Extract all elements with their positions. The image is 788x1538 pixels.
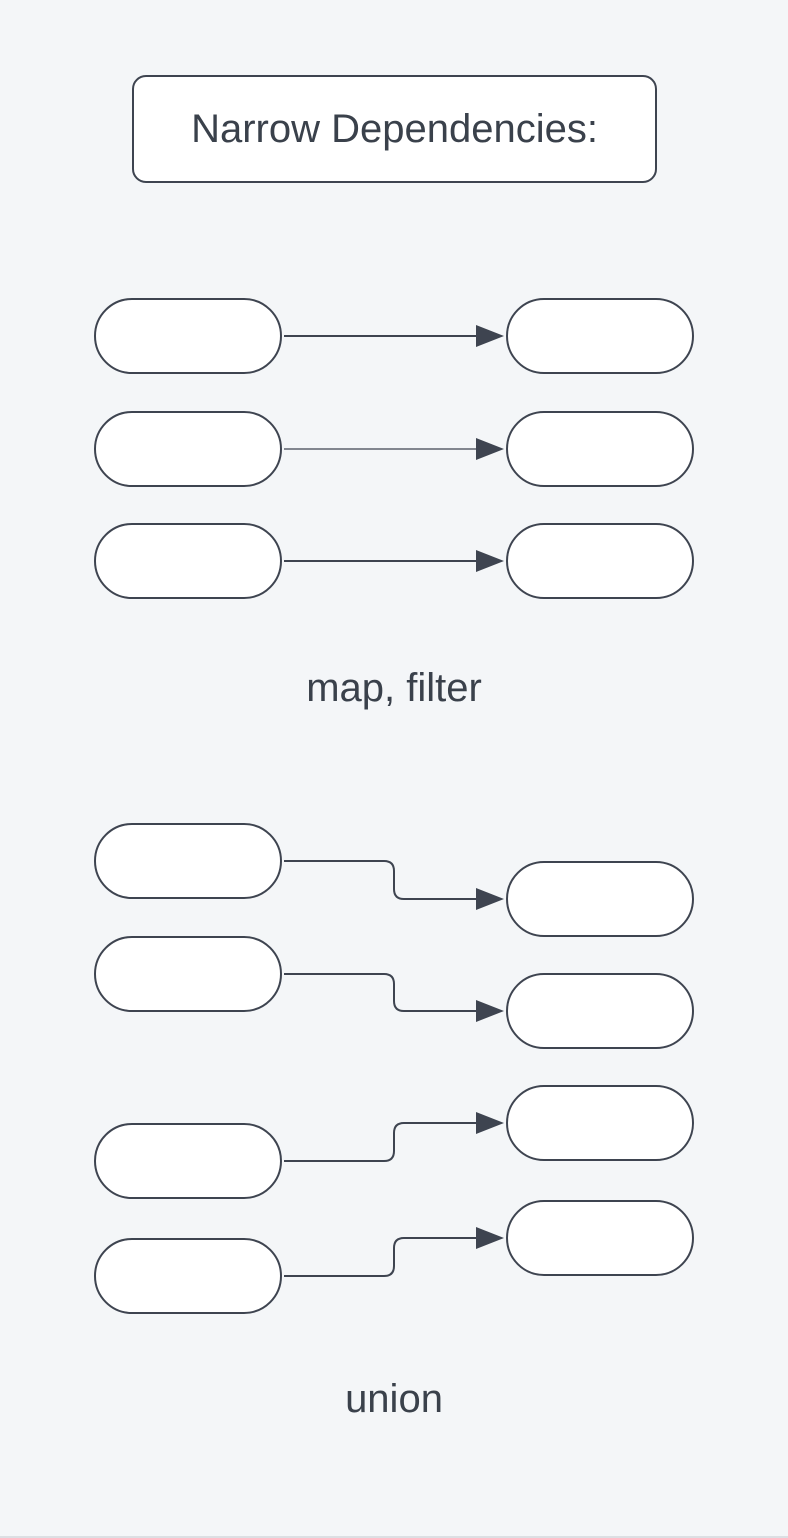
title-label: Narrow Dependencies: <box>191 106 598 151</box>
caption-union: union <box>345 1377 443 1421</box>
union-source-node-4 <box>94 1238 282 1314</box>
arrowhead-icon <box>476 325 504 347</box>
mapfilter-source-node-3 <box>94 523 282 599</box>
arrowhead-icon <box>476 438 504 460</box>
union-source-node-1 <box>94 823 282 899</box>
mapfilter-arrow-2 <box>284 438 504 460</box>
union-arrow-3 <box>284 1112 504 1162</box>
arrowhead-icon <box>476 1227 504 1249</box>
union-arrow-1 <box>284 860 504 910</box>
title-node: Narrow Dependencies: <box>132 75 657 183</box>
union-source-node-2 <box>94 936 282 1012</box>
edge-line <box>284 1122 477 1162</box>
mapfilter-target-node-1 <box>506 298 694 374</box>
bottom-edge <box>0 1536 788 1538</box>
union-target-node-4 <box>506 1200 694 1276</box>
mapfilter-target-node-3 <box>506 523 694 599</box>
edge-line <box>284 973 477 1012</box>
caption-map-filter: map, filter <box>306 666 482 710</box>
arrowhead-icon <box>476 550 504 572</box>
edge-line <box>284 1237 477 1277</box>
union-target-node-1 <box>506 861 694 937</box>
union-arrow-4 <box>284 1227 504 1277</box>
mapfilter-target-node-2 <box>506 411 694 487</box>
arrowhead-icon <box>476 1112 504 1134</box>
edge-line <box>284 860 477 900</box>
union-arrow-2 <box>284 973 504 1022</box>
mapfilter-arrow-3 <box>284 550 504 572</box>
arrowhead-icon <box>476 888 504 910</box>
union-target-node-3 <box>506 1085 694 1161</box>
mapfilter-arrow-1 <box>284 325 504 347</box>
mapfilter-source-node-1 <box>94 298 282 374</box>
union-source-node-3 <box>94 1123 282 1199</box>
mapfilter-source-node-2 <box>94 411 282 487</box>
arrowhead-icon <box>476 1000 504 1022</box>
union-target-node-2 <box>506 973 694 1049</box>
